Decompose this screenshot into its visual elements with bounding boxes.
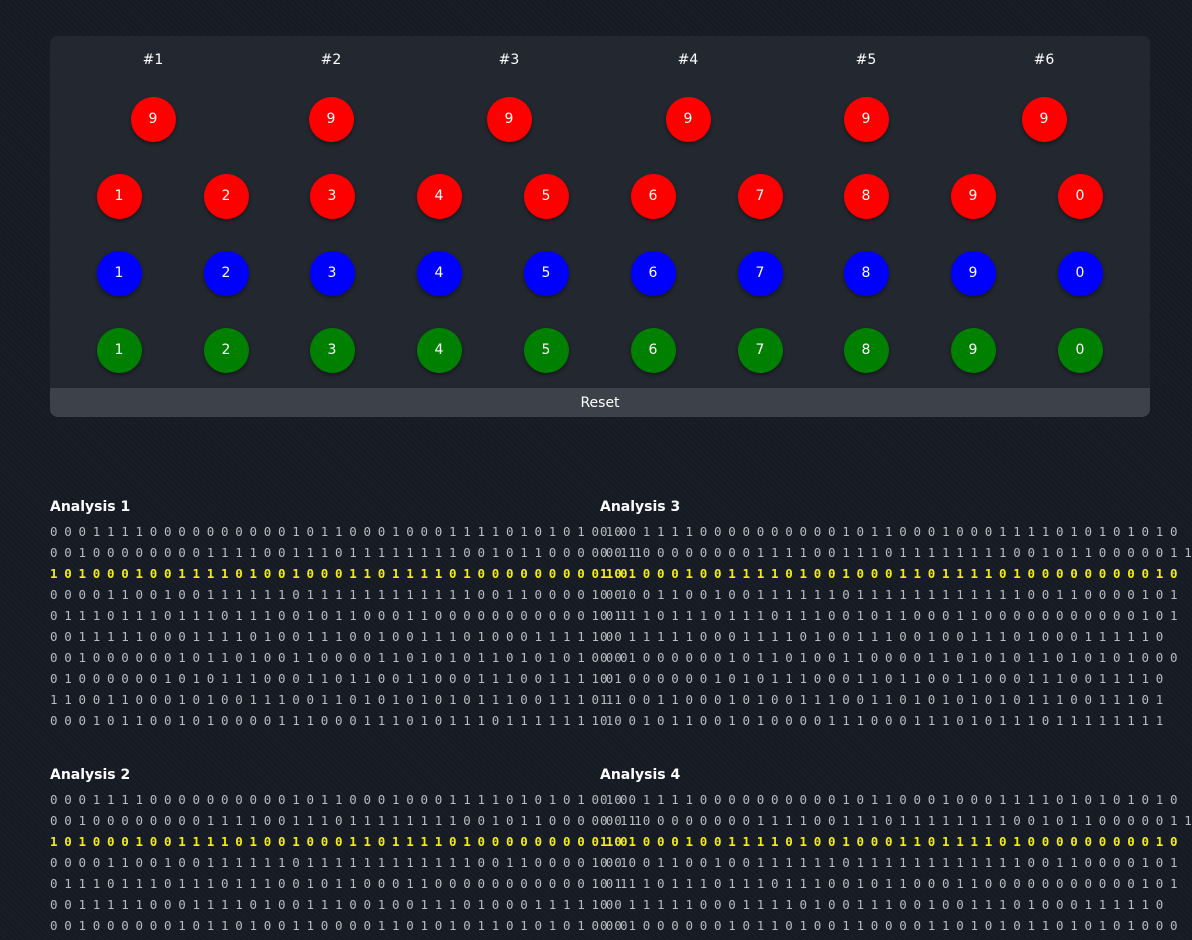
- red-digit-ball-4[interactable]: 4: [416, 173, 462, 219]
- blue-digit-ball-4[interactable]: 4: [416, 250, 462, 296]
- selected-digit-ball-4[interactable]: 9: [665, 96, 711, 142]
- bit-row: 0 0 1 0 0 0 0 0 0 1 0 1 1 0 1 0 0 1 1 0 …: [50, 650, 628, 665]
- reset-button[interactable]: Reset: [50, 388, 1150, 417]
- bit-row: 0 0 0 0 1 1 0 0 1 0 0 1 1 1 1 1 1 0 1 1 …: [600, 587, 1178, 602]
- bit-row: 0 0 0 0 1 1 0 0 1 0 0 1 1 1 1 1 1 0 1 1 …: [50, 587, 628, 602]
- blue-digit-ball-1[interactable]: 1: [96, 250, 142, 296]
- green-digit-ball-3[interactable]: 3: [309, 327, 355, 373]
- highlighted-bit-row: 1 0 1 0 0 0 1 0 0 1 1 1 1 0 1 0 0 1 0 0 …: [50, 834, 628, 849]
- bit-row: 0 1 0 0 0 0 0 0 1 0 1 0 1 1 1 0 0 0 1 1 …: [50, 671, 613, 686]
- bit-row: 0 0 1 1 1 1 1 0 0 0 1 1 1 1 0 1 0 0 1 1 …: [600, 629, 1163, 644]
- green-digit-ball-1[interactable]: 1: [96, 327, 142, 373]
- bit-grid: 0 0 0 1 1 1 1 0 0 0 0 0 0 0 0 0 0 1 0 1 …: [600, 521, 1192, 731]
- bit-row: 0 0 1 0 0 0 0 0 0 0 0 1 1 1 1 0 0 1 1 1 …: [50, 813, 642, 828]
- bit-row: 0 1 1 1 0 1 1 1 0 1 1 1 0 1 1 1 0 0 1 0 …: [50, 876, 628, 891]
- bit-grid: 0 0 0 1 1 1 1 0 0 0 0 0 0 0 0 0 0 1 0 1 …: [50, 789, 642, 936]
- green-digit-ball-2[interactable]: 2: [203, 327, 249, 373]
- bit-row: 0 0 1 0 0 0 0 0 0 0 0 1 1 1 1 0 0 1 1 1 …: [600, 545, 1192, 560]
- bit-row: 0 0 1 0 0 0 0 0 0 1 0 1 1 0 1 0 0 1 1 0 …: [50, 918, 628, 933]
- highlighted-bit-row: 1 0 1 0 0 0 1 0 0 1 1 1 1 0 1 0 0 1 0 0 …: [600, 834, 1178, 849]
- bit-row: 0 0 0 0 1 1 0 0 1 0 0 1 1 1 1 1 1 0 1 1 …: [600, 855, 1178, 870]
- blue-digit-ball-5[interactable]: 5: [523, 250, 569, 296]
- blue-digit-ball-8[interactable]: 8: [843, 250, 889, 296]
- column-header-2: #2: [320, 52, 342, 68]
- red-digit-ball-0[interactable]: 0: [1057, 173, 1103, 219]
- bit-row: 0 1 1 1 0 1 1 1 0 1 1 1 0 1 1 1 0 0 1 0 …: [600, 608, 1178, 623]
- analysis-title: Analysis 2: [50, 767, 131, 783]
- selected-digit-ball-3[interactable]: 9: [486, 96, 532, 142]
- bit-grid: 0 0 0 1 1 1 1 0 0 0 0 0 0 0 0 0 0 1 0 1 …: [600, 789, 1192, 936]
- bit-row: 0 1 1 1 0 1 1 1 0 1 1 1 0 1 1 1 0 0 1 0 …: [50, 608, 628, 623]
- column-header-1: #1: [142, 52, 164, 68]
- analysis-card-3: Analysis 3 0 0 0 1 1 1 1 0 0 0 0 0 0 0 0…: [600, 497, 1192, 731]
- highlighted-bit-row: 1 0 1 0 0 0 1 0 0 1 1 1 1 0 1 0 0 1 0 0 …: [600, 566, 1178, 581]
- bit-grid: 0 0 0 1 1 1 1 0 0 0 0 0 0 0 0 0 0 1 0 1 …: [50, 521, 642, 731]
- green-digit-ball-7[interactable]: 7: [737, 327, 783, 373]
- green-digit-ball-6[interactable]: 6: [630, 327, 676, 373]
- selected-digit-ball-5[interactable]: 9: [843, 96, 889, 142]
- highlighted-bit-row: 1 0 1 0 0 0 1 0 0 1 1 1 1 0 1 0 0 1 0 0 …: [50, 566, 628, 581]
- bit-row: 0 0 0 1 0 1 1 0 0 1 0 1 0 0 0 0 1 1 1 0 …: [50, 713, 613, 728]
- green-digit-ball-9[interactable]: 9: [950, 327, 996, 373]
- bit-row: 0 0 0 1 1 1 1 0 0 0 0 0 0 0 0 0 0 1 0 1 …: [600, 792, 1178, 807]
- selected-digit-ball-6[interactable]: 9: [1021, 96, 1067, 142]
- analysis-card-1: Analysis 1 0 0 0 1 1 1 1 0 0 0 0 0 0 0 0…: [50, 497, 642, 731]
- bit-row: 0 0 1 1 1 1 1 0 0 0 1 1 1 1 0 1 0 0 1 1 …: [50, 897, 613, 912]
- bit-row: 1 1 0 0 1 1 0 0 0 1 0 1 0 0 1 1 1 0 0 1 …: [50, 692, 613, 707]
- column-header-4: #4: [677, 52, 699, 68]
- red-digit-ball-7[interactable]: 7: [737, 173, 783, 219]
- green-digit-ball-0[interactable]: 0: [1057, 327, 1103, 373]
- bit-row: 0 0 1 1 1 1 1 0 0 0 1 1 1 1 0 1 0 0 1 1 …: [50, 629, 613, 644]
- bit-row: 1 1 0 0 1 1 0 0 0 1 0 1 0 0 1 1 1 0 0 1 …: [600, 692, 1163, 707]
- bit-row: 0 0 0 1 1 1 1 0 0 0 0 0 0 0 0 0 0 1 0 1 …: [50, 524, 628, 539]
- blue-digit-ball-6[interactable]: 6: [630, 250, 676, 296]
- analysis-card-4: Analysis 4 0 0 0 1 1 1 1 0 0 0 0 0 0 0 0…: [600, 765, 1192, 936]
- analysis-title: Analysis 1: [50, 499, 131, 515]
- column-header-3: #3: [498, 52, 520, 68]
- green-digit-ball-5[interactable]: 5: [523, 327, 569, 373]
- analysis-card-2: Analysis 2 0 0 0 1 1 1 1 0 0 0 0 0 0 0 0…: [50, 765, 642, 936]
- bit-row: 0 0 0 0 1 1 0 0 1 0 0 1 1 1 1 1 1 0 1 1 …: [50, 855, 628, 870]
- red-digit-ball-1[interactable]: 1: [96, 173, 142, 219]
- green-digit-ball-4[interactable]: 4: [416, 327, 462, 373]
- blue-digit-ball-3[interactable]: 3: [309, 250, 355, 296]
- bit-row: 0 0 1 0 0 0 0 0 0 1 0 1 1 0 1 0 0 1 1 0 …: [600, 650, 1178, 665]
- red-digit-ball-8[interactable]: 8: [843, 173, 889, 219]
- red-digit-ball-3[interactable]: 3: [309, 173, 355, 219]
- selected-digit-ball-2[interactable]: 9: [308, 96, 354, 142]
- analysis-title: Analysis 3: [600, 499, 681, 515]
- column-header-5: #5: [855, 52, 877, 68]
- blue-digit-ball-0[interactable]: 0: [1057, 250, 1103, 296]
- bit-row: 0 0 1 0 0 0 0 0 0 0 0 1 1 1 1 0 0 1 1 1 …: [50, 545, 642, 560]
- blue-digit-ball-9[interactable]: 9: [950, 250, 996, 296]
- bit-row: 0 1 0 0 0 0 0 0 1 0 1 0 1 1 1 0 0 0 1 1 …: [600, 671, 1163, 686]
- red-digit-ball-9[interactable]: 9: [950, 173, 996, 219]
- bit-row: 0 1 1 1 0 1 1 1 0 1 1 1 0 1 1 1 0 0 1 0 …: [600, 876, 1178, 891]
- bit-row: 0 0 0 1 1 1 1 0 0 0 0 0 0 0 0 0 0 1 0 1 …: [50, 792, 628, 807]
- bit-row: 0 0 1 0 0 0 0 0 0 0 0 1 1 1 1 0 0 1 1 1 …: [600, 813, 1192, 828]
- red-digit-ball-2[interactable]: 2: [203, 173, 249, 219]
- bit-row: 0 0 1 0 0 0 0 0 0 1 0 1 1 0 1 0 0 1 1 0 …: [600, 918, 1178, 933]
- selected-digit-ball-1[interactable]: 9: [130, 96, 176, 142]
- column-header-6: #6: [1033, 52, 1055, 68]
- blue-digit-ball-7[interactable]: 7: [737, 250, 783, 296]
- bit-row: 0 0 0 1 1 1 1 0 0 0 0 0 0 0 0 0 0 1 0 1 …: [600, 524, 1178, 539]
- blue-digit-ball-2[interactable]: 2: [203, 250, 249, 296]
- analysis-title: Analysis 4: [600, 767, 681, 783]
- bit-row: 0 0 1 1 1 1 1 0 0 0 1 1 1 1 0 1 0 0 1 1 …: [600, 897, 1163, 912]
- red-digit-ball-6[interactable]: 6: [630, 173, 676, 219]
- red-digit-ball-5[interactable]: 5: [523, 173, 569, 219]
- bit-row: 0 0 0 1 0 1 1 0 0 1 0 1 0 0 0 0 1 1 1 0 …: [600, 713, 1163, 728]
- green-digit-ball-8[interactable]: 8: [843, 327, 889, 373]
